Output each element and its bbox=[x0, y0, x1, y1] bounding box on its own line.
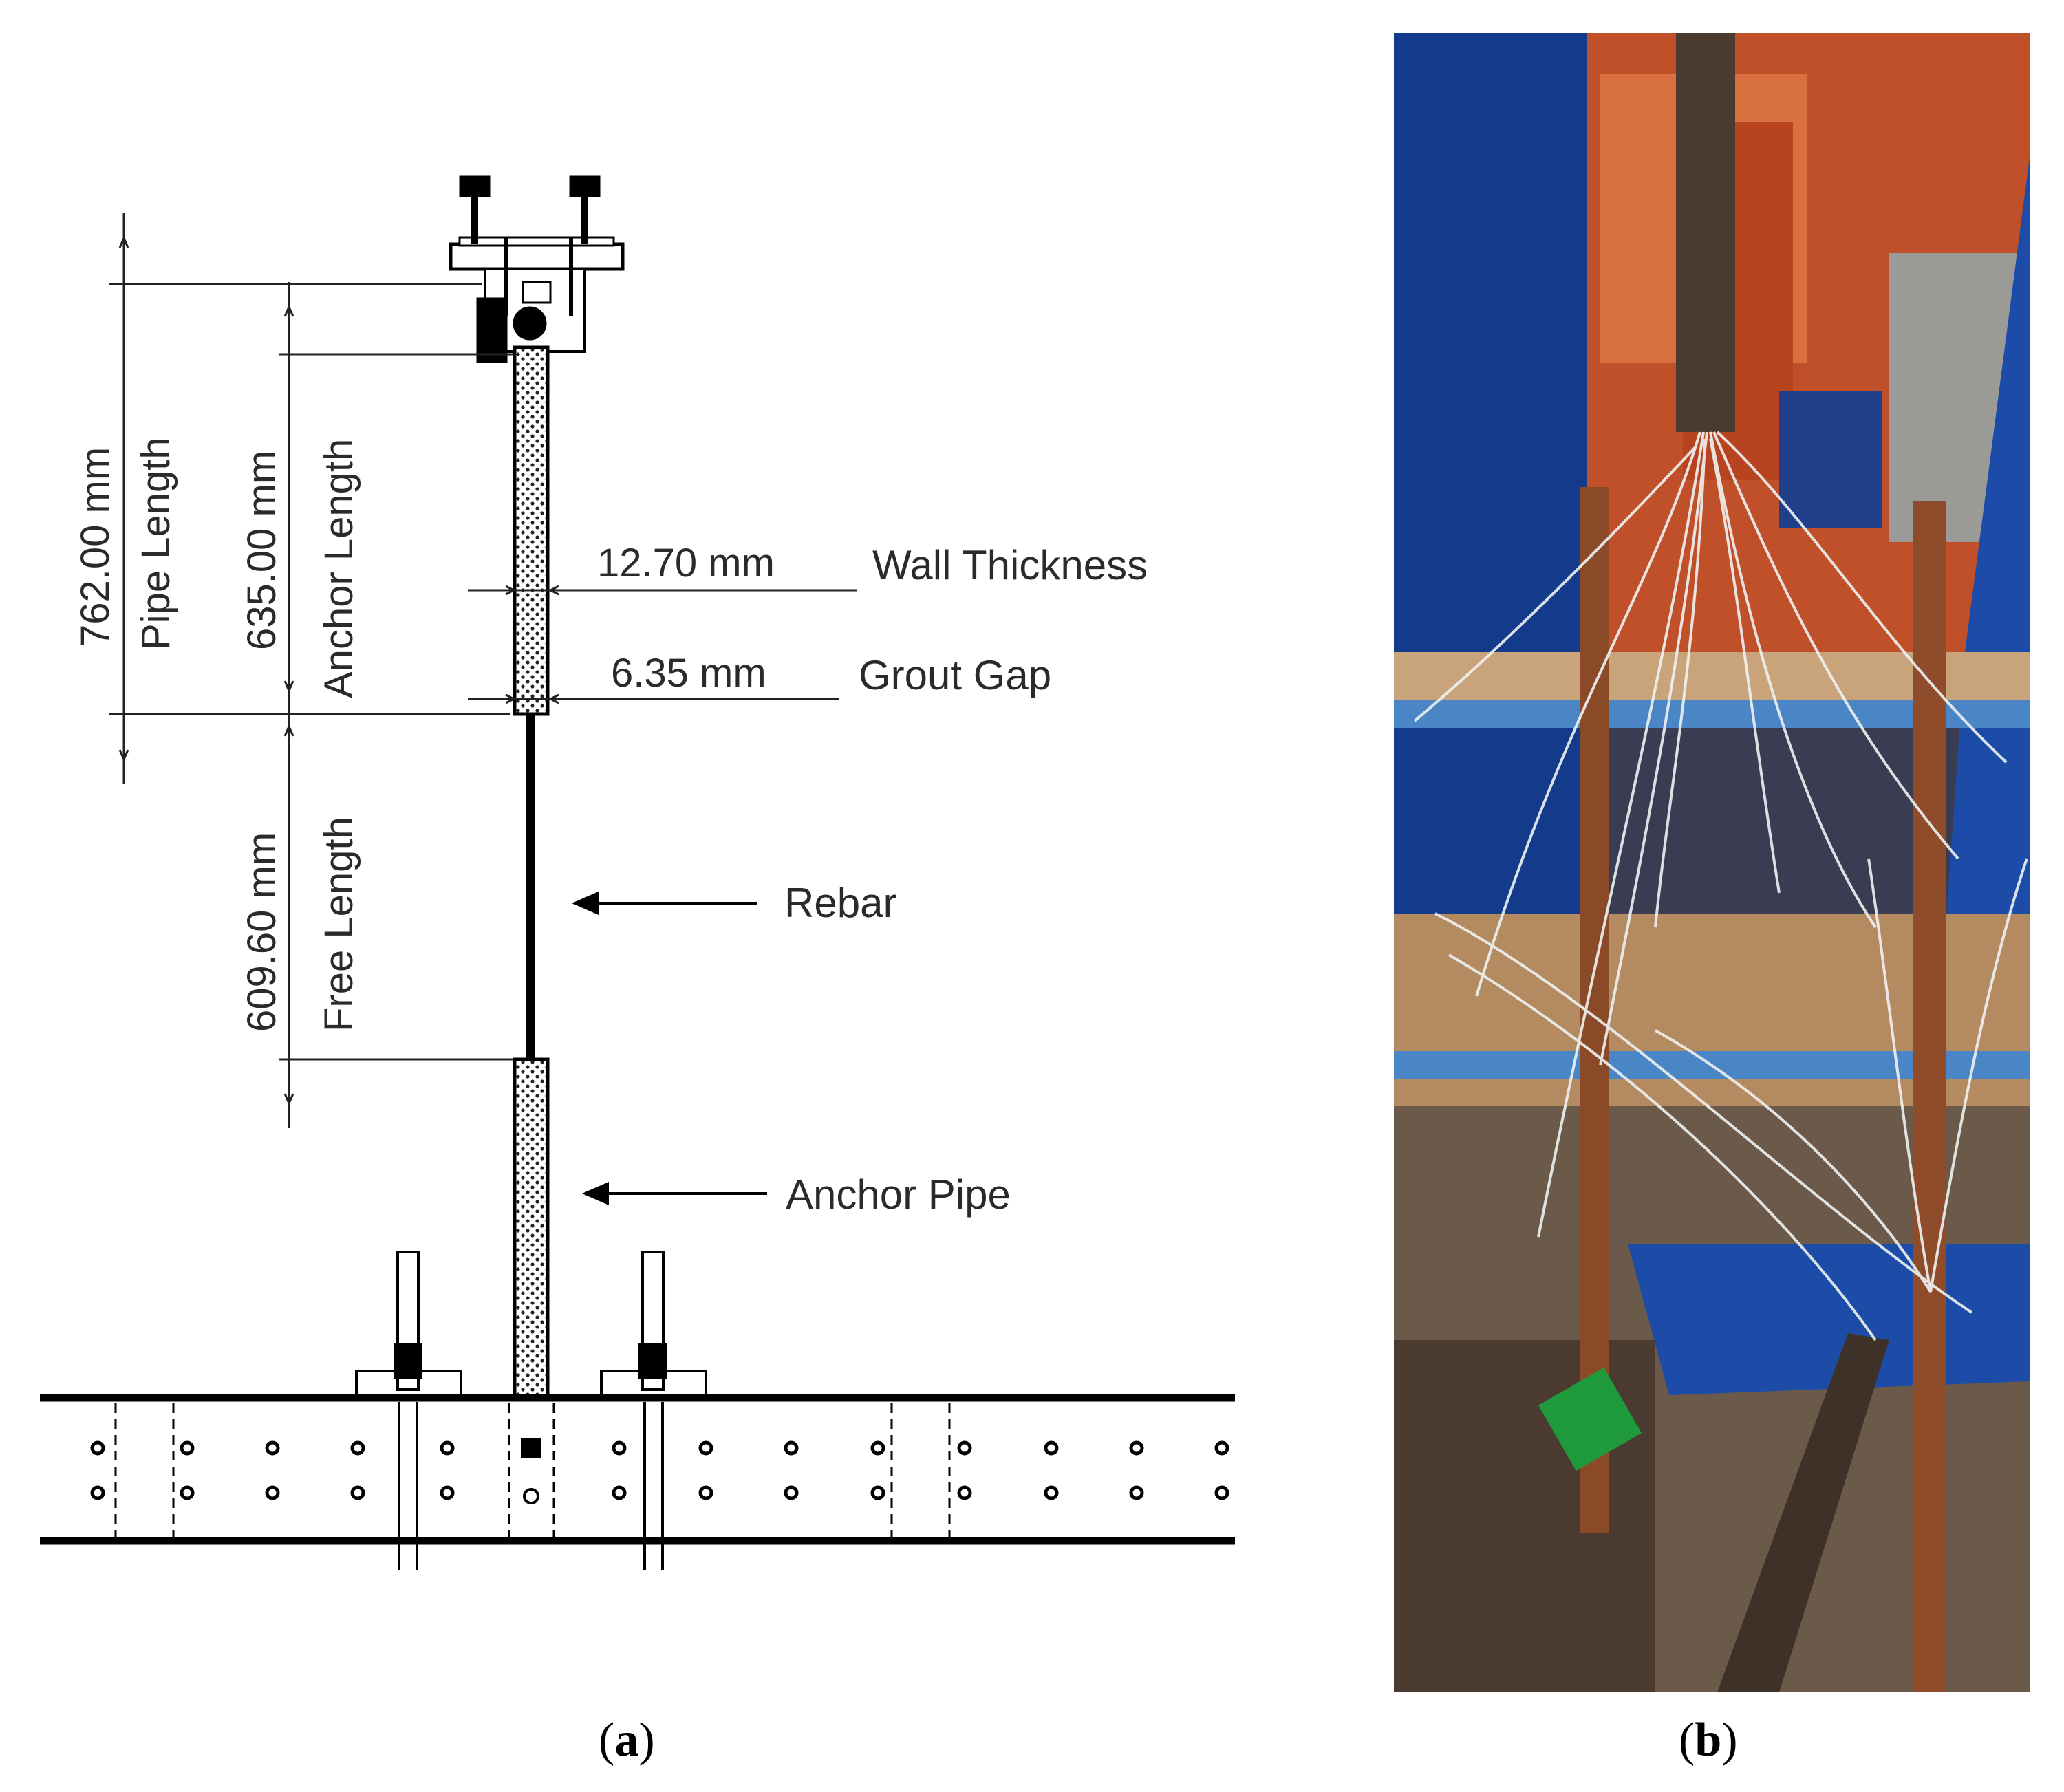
anchor-length-label: Anchor Length bbox=[316, 439, 361, 698]
caption-a: (a) bbox=[599, 1714, 655, 1767]
callout-arrows bbox=[572, 891, 767, 1206]
top-grip-assembly bbox=[449, 175, 625, 363]
pipe-length-value: 762.00 mm bbox=[73, 447, 118, 647]
wall-thickness-value: 12.70 mm bbox=[597, 541, 775, 585]
bottom-anchor-pipe bbox=[513, 1057, 550, 1399]
grout-gap-label: Grout Gap bbox=[859, 652, 1051, 698]
rebar-callout: Rebar bbox=[784, 880, 896, 926]
bottom-pipe bbox=[1717, 1333, 1889, 1692]
ruptured-fibers bbox=[1413, 431, 2028, 1341]
anchor-pipe-callout: Anchor Pipe bbox=[786, 1172, 1011, 1218]
caption-b: (b) bbox=[1679, 1714, 1738, 1767]
top-anchor-pipe bbox=[513, 345, 550, 716]
grout-gap-value: 6.35 mm bbox=[611, 651, 766, 695]
green-sensor bbox=[1538, 1367, 1642, 1471]
wall-thickness-label: Wall Thickness bbox=[872, 542, 1148, 588]
anchor-length-value: 635.00 mm bbox=[239, 451, 284, 650]
rebar bbox=[526, 714, 535, 1061]
schematic-diagram: 762.00 mm Pipe Length 635.00 mm Anchor L… bbox=[40, 175, 1235, 1570]
free-length-label: Free Length bbox=[316, 817, 361, 1032]
right-rebar bbox=[1913, 501, 1946, 1692]
top-pipe bbox=[1676, 33, 1735, 432]
reaction-beam bbox=[40, 1394, 1235, 1570]
test-photo bbox=[1394, 33, 2030, 1692]
dimension-lines bbox=[109, 213, 857, 1128]
pipe-length-label: Pipe Length bbox=[133, 437, 178, 650]
free-length-value: 609.60 mm bbox=[239, 832, 284, 1032]
